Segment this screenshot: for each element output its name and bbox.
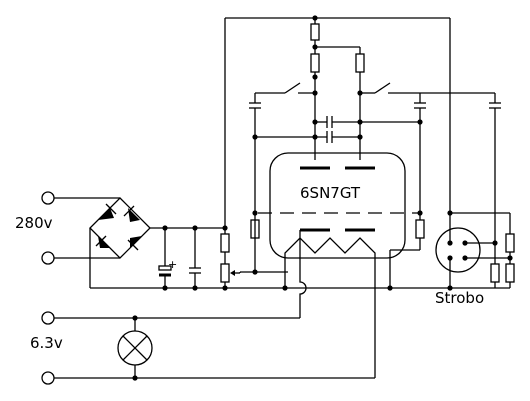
supply-terminals <box>41 191 120 265</box>
heater-terminal-bottom <box>41 371 55 385</box>
vacuum-tube: 6SN7GT <box>258 152 418 288</box>
diode-1 <box>98 203 117 220</box>
diode-2 <box>123 205 140 222</box>
strobo-output <box>420 18 515 291</box>
strobo-socket <box>435 227 481 273</box>
supply-terminal-top <box>41 191 55 205</box>
filter-capacitor <box>189 228 201 288</box>
switch-right <box>357 82 426 220</box>
indicator-lamp <box>117 330 153 366</box>
polarity-mark: + <box>168 258 177 271</box>
heater-supply <box>41 311 375 385</box>
bias-resistor <box>220 233 230 253</box>
grid-resistors <box>250 210 425 288</box>
heater-voltage-label: 6.3v <box>30 334 63 352</box>
plate-resistors <box>310 18 365 160</box>
coupling-capacitors <box>252 116 423 143</box>
cathode-resistor-pot <box>220 228 288 288</box>
switch-left <box>249 82 318 270</box>
heater-terminal-top <box>41 311 55 325</box>
potentiometer <box>220 263 230 283</box>
heater-leads <box>299 230 376 378</box>
diode-4 <box>127 236 142 251</box>
electrolytic-capacitor: + <box>158 228 177 288</box>
bridge-rectifier <box>89 197 151 259</box>
diode-3 <box>95 235 110 248</box>
strobo-label: Strobo <box>435 289 484 307</box>
tube-label: 6SN7GT <box>300 184 361 202</box>
tube-envelope <box>269 152 406 259</box>
supply-voltage-label: 280v <box>15 214 53 232</box>
supply-terminal-bottom <box>41 251 55 265</box>
heater <box>284 237 376 288</box>
